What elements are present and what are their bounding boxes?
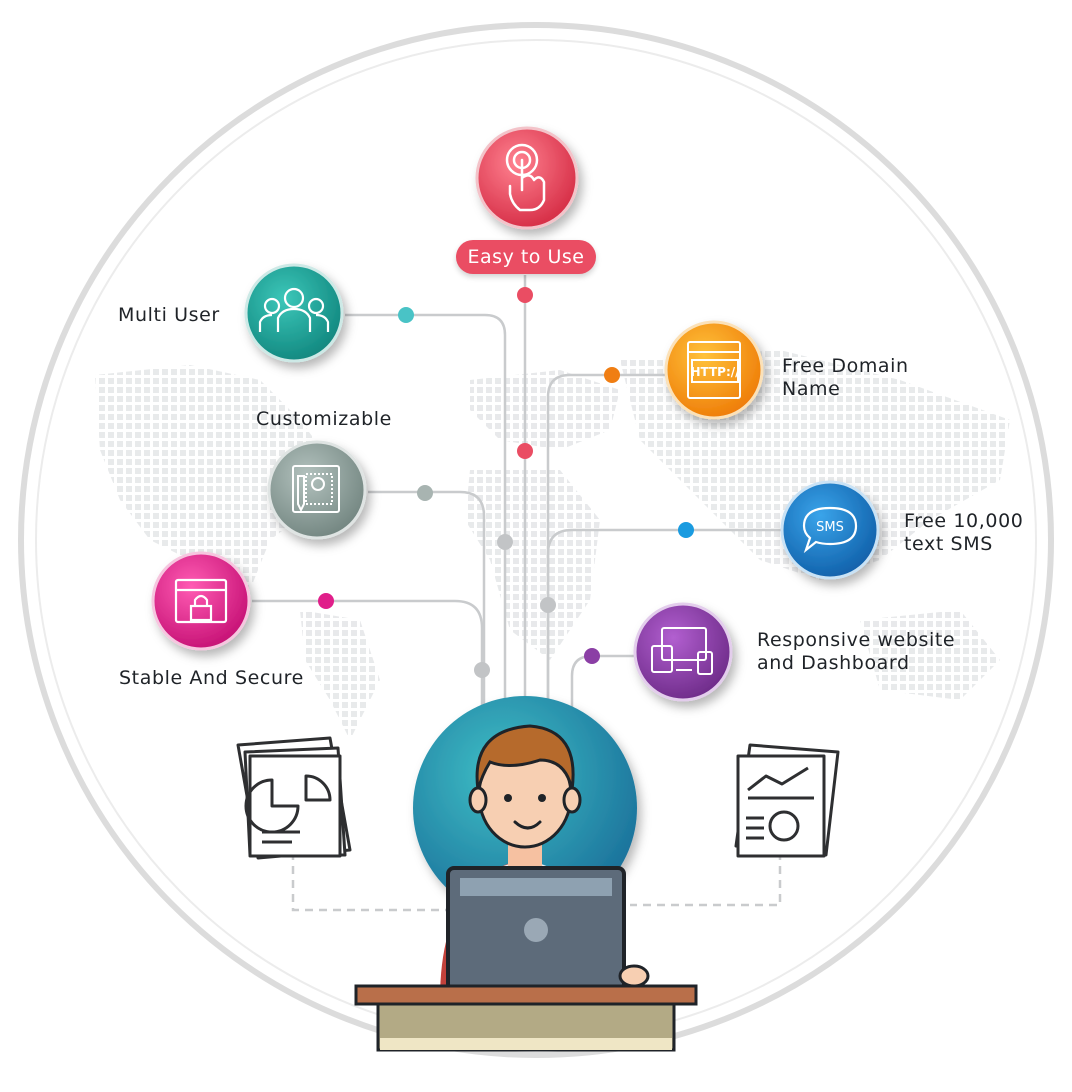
- easy-to-use-label: Easy to Use: [456, 240, 596, 274]
- svg-text:SMS: SMS: [816, 520, 844, 535]
- multi-user-node: [244, 263, 344, 363]
- free-domain-label: Free Domain Name: [782, 355, 909, 400]
- easy-to-use-node: [475, 126, 579, 230]
- connector-dots: [318, 287, 694, 678]
- pie-chart-report-icon: [236, 736, 352, 860]
- devices-icon: [651, 627, 713, 675]
- free-sms-node: SMS: [780, 480, 880, 580]
- pointer-finger-icon: [505, 143, 546, 212]
- http-browser-icon: HTTP://: [687, 341, 741, 399]
- free-domain-node: HTTP://: [664, 320, 764, 420]
- users-icon: [258, 287, 330, 332]
- secure-window-lock-icon: [174, 578, 228, 624]
- svg-text:HTTP://: HTTP://: [690, 365, 740, 379]
- line-chart-report-icon: [734, 743, 840, 858]
- responsive-node: [633, 602, 733, 702]
- customizable-node: [267, 440, 367, 540]
- user-at-laptop-icon: [354, 696, 698, 1052]
- multi-user-label: Multi User: [118, 304, 220, 326]
- design-canvas-icon: [292, 465, 340, 513]
- sms-bubble-icon: SMS: [802, 506, 858, 554]
- free-sms-label: Free 10,000 text SMS: [904, 510, 1024, 555]
- stable-secure-label: Stable And Secure: [119, 667, 304, 689]
- customizable-label: Customizable: [256, 408, 392, 430]
- connector-lines: [252, 275, 782, 912]
- responsive-label: Responsive website and Dashboard: [757, 629, 956, 674]
- stable-secure-node: [151, 551, 251, 651]
